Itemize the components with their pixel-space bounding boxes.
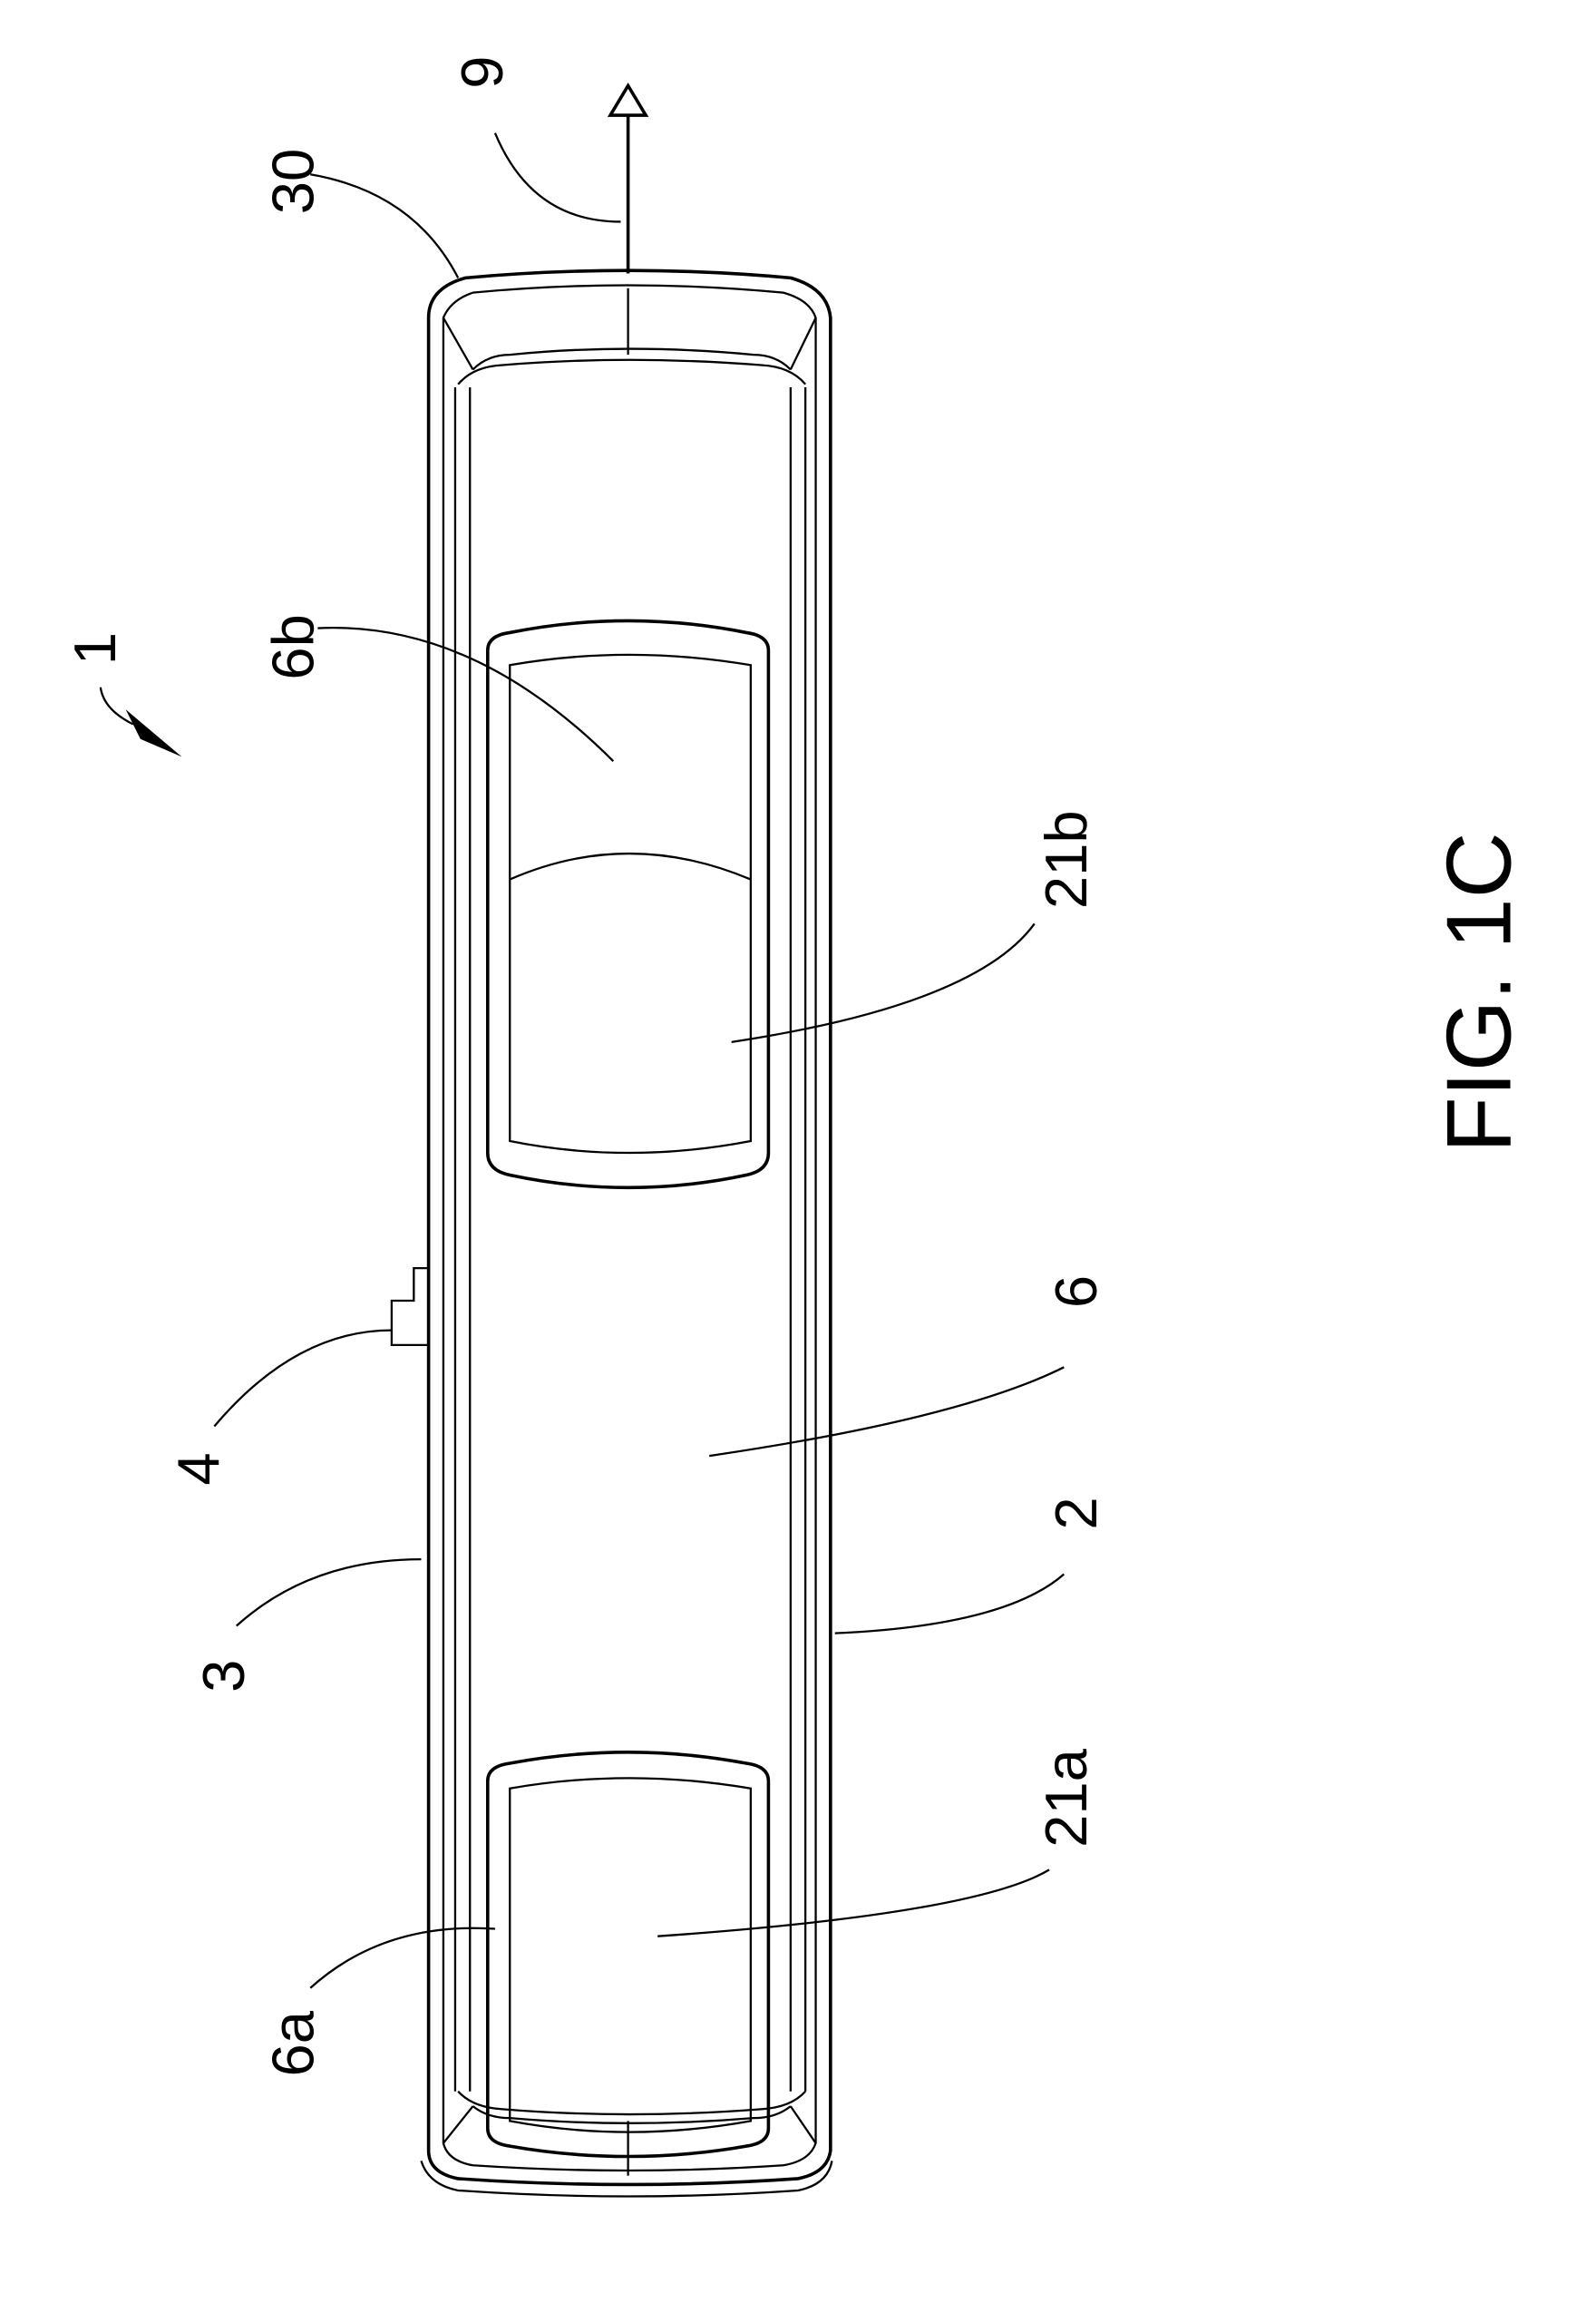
label-window-upper-region: 21b	[1033, 810, 1099, 909]
label-window-upper: 6b	[260, 614, 326, 680]
protrusion	[390, 1267, 429, 1347]
device-arrow-icon	[125, 709, 182, 757]
window-upper	[486, 619, 771, 1190]
label-device: 1	[62, 632, 128, 665]
axis-arrow	[607, 83, 649, 274]
label-window-lower: 6a	[260, 2010, 326, 2076]
figure-caption: FIG. 1C	[1428, 832, 1530, 1153]
label-side-left: 3	[190, 1660, 257, 1693]
label-window-lower-region: 21a	[1033, 1748, 1099, 1847]
label-side-right: 2	[1043, 1497, 1109, 1529]
label-body-panel: 6	[1043, 1275, 1109, 1308]
label-axis-arrow: 9	[449, 56, 515, 89]
leader-lines	[99, 132, 1066, 1989]
label-protrusion: 4	[165, 1452, 231, 1485]
label-end-cap: 30	[260, 149, 326, 215]
window-lower	[486, 1751, 771, 2159]
device-body	[420, 268, 833, 2198]
